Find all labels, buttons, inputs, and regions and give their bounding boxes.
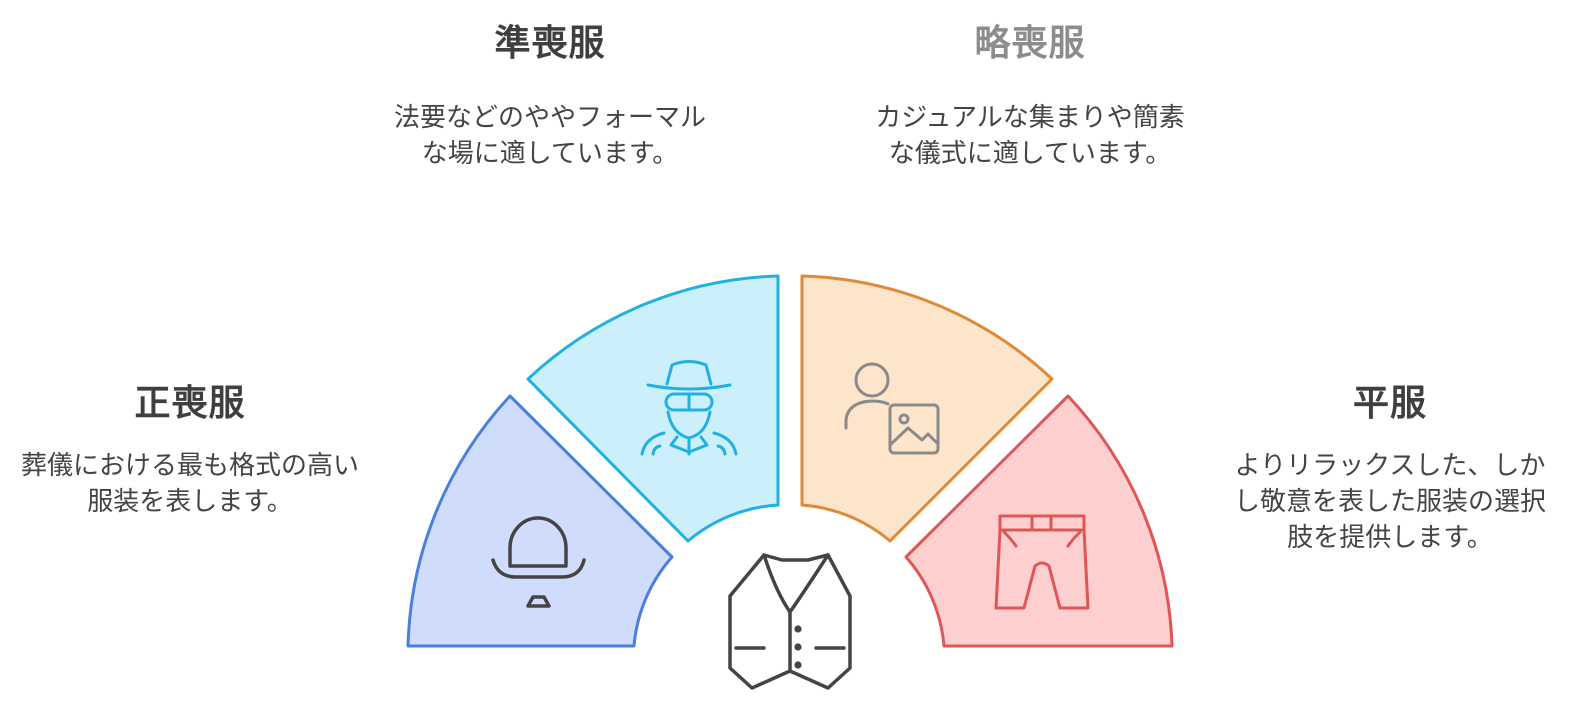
segment-heifuku <box>904 394 1174 648</box>
segment-ryakufuku <box>800 274 1054 543</box>
label-junfuku: 準喪服 法要などのややフォーマルな場に適しています。 <box>392 22 708 172</box>
vest-button <box>794 661 802 669</box>
spy-hat-glasses-icon <box>640 360 738 456</box>
vest-button <box>794 643 802 651</box>
label-seifuku-description: 葬儀における最も格式の高い服装を表します。 <box>20 451 359 517</box>
label-heifuku-description: よりリラックスした、しかし敬意を表した服装の選択肢を提供します。 <box>1233 451 1546 553</box>
label-seifuku-title: 正喪服 <box>134 383 246 424</box>
vest-icon <box>728 553 852 690</box>
label-heifuku: 平服 よりリラックスした、しかし敬意を表した服装の選択肢を提供します。 <box>1232 382 1548 556</box>
shorts-icon <box>994 514 1090 610</box>
vest-button <box>794 625 802 633</box>
label-junfuku-description: 法要などのややフォーマルな場に適しています。 <box>393 103 706 169</box>
segment-seifuku <box>406 394 674 648</box>
label-ryakufuku-title: 略喪服 <box>974 23 1086 64</box>
label-ryakufuku: 略喪服 カジュアルな集まりや簡素な儀式に適しています。 <box>872 22 1188 172</box>
label-ryakufuku-description: カジュアルな集まりや簡素な儀式に適しています。 <box>875 103 1185 169</box>
user-image-icon <box>844 362 940 455</box>
bowler-hat-mustache-icon <box>491 516 586 608</box>
label-seifuku: 正喪服 葬儀における最も格式の高い服装を表します。 <box>20 382 360 520</box>
label-junfuku-title: 準喪服 <box>494 23 606 64</box>
label-heifuku-title: 平服 <box>1352 383 1427 424</box>
segment-junfuku <box>526 274 780 543</box>
